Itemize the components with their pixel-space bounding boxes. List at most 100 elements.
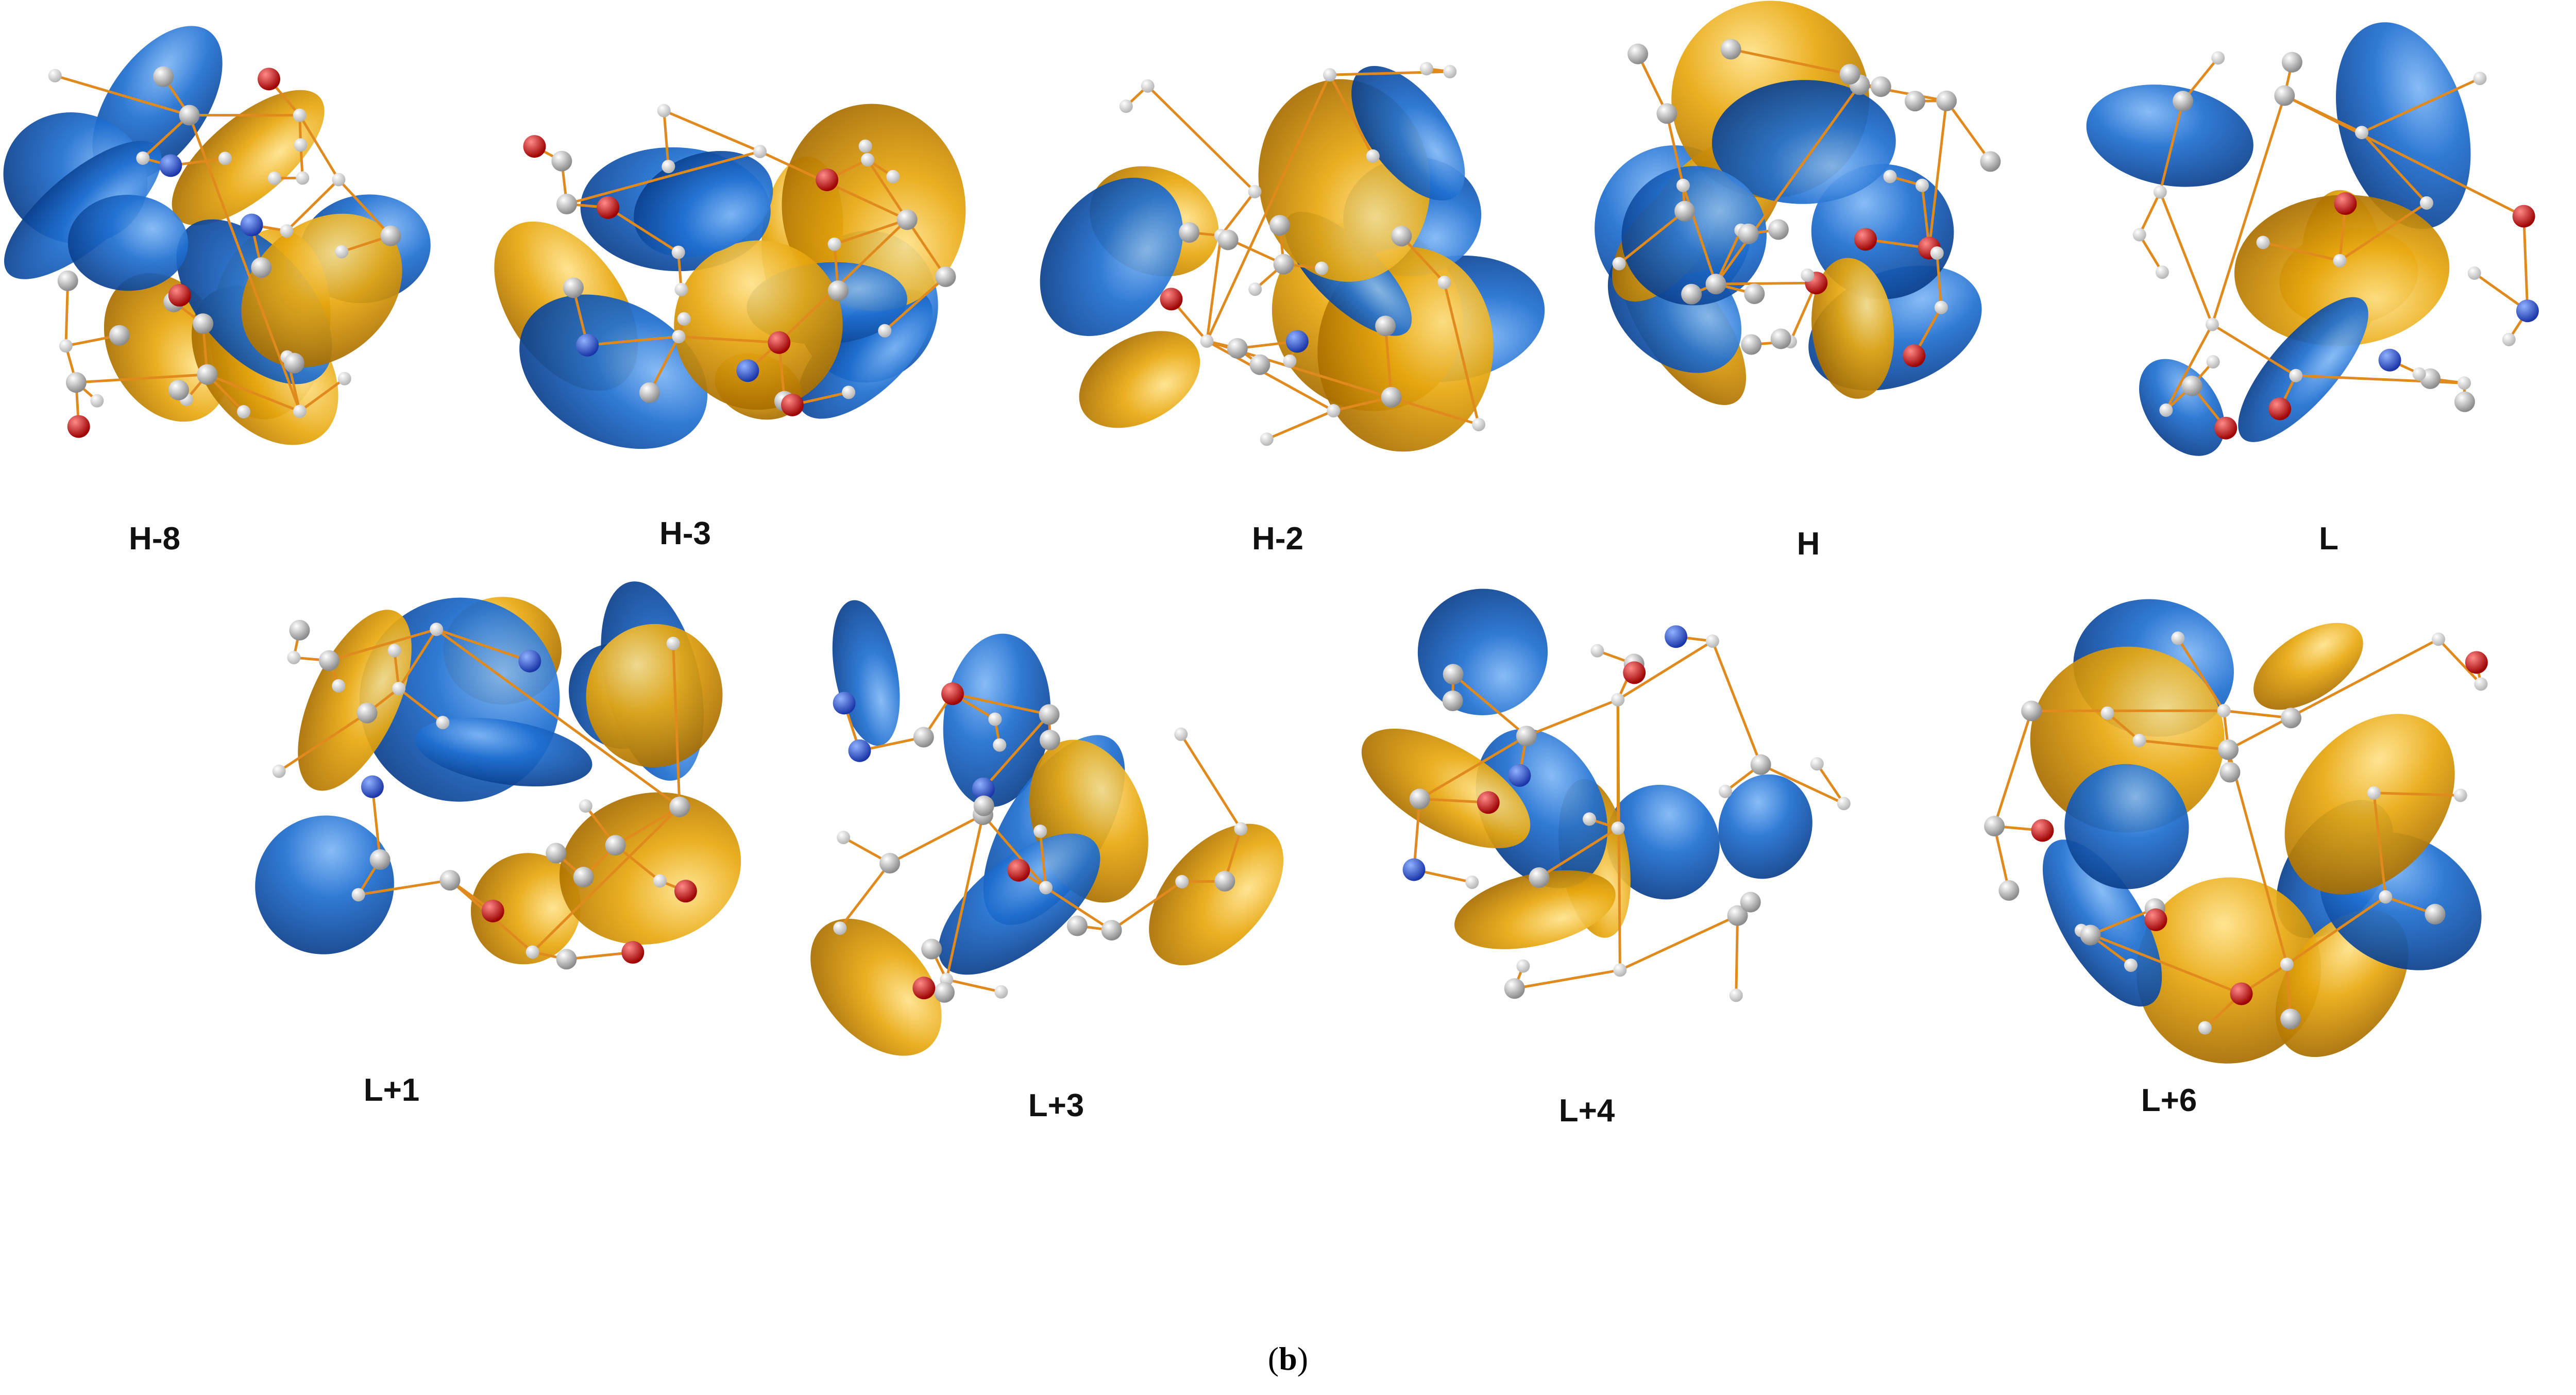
bond	[2227, 638, 2439, 751]
panel-letter: b	[1279, 1340, 1297, 1377]
bond	[278, 712, 368, 772]
bond	[1111, 880, 1183, 932]
positive-lobe	[797, 290, 933, 419]
carbon-atom	[1214, 870, 1235, 892]
hydrogen-atom	[2355, 126, 2369, 140]
oxygen-atom	[816, 168, 839, 191]
hydrogen-atom	[2432, 632, 2446, 646]
hydrogen-atom	[1174, 727, 1188, 741]
bond	[1636, 53, 1668, 114]
orbital-label-h-8: H-8	[129, 521, 180, 557]
carbon-atom	[2281, 52, 2302, 73]
bond	[1993, 710, 2033, 827]
bond	[76, 373, 208, 384]
carbon-atom	[1904, 91, 1925, 112]
carbon-atom	[563, 277, 584, 298]
carbon-atom	[1727, 905, 1748, 926]
bond	[2227, 749, 2289, 965]
nitrogen-atom	[1285, 330, 1309, 353]
bond	[337, 178, 392, 237]
oxygen-atom	[1477, 791, 1500, 814]
bond	[1206, 340, 1334, 412]
carbon-atom	[1936, 90, 1957, 111]
hydrogen-atom	[861, 153, 875, 166]
carbon-atom	[1681, 283, 1702, 305]
positive-lobe	[1621, 166, 1767, 306]
carbon-atom	[1656, 103, 1677, 124]
bond	[531, 805, 681, 953]
hydrogen-atom	[1200, 334, 1214, 348]
bond	[329, 628, 437, 662]
orbital-isosurface-l+3	[810, 600, 1284, 1056]
bond	[55, 74, 190, 116]
bond	[1526, 698, 1619, 737]
carbon-atom	[1409, 788, 1430, 810]
carbon-atom	[1227, 338, 1248, 359]
carbon-atom	[556, 193, 578, 214]
oxygen-atom	[941, 682, 964, 705]
oxygen-atom	[1623, 661, 1646, 684]
oxygen-atom	[257, 68, 280, 91]
bond	[371, 786, 382, 860]
hydrogen-atom	[2289, 368, 2303, 382]
hydrogen-atom	[387, 644, 401, 658]
hydrogen-atom	[677, 312, 691, 326]
carbon-atom	[921, 938, 942, 960]
hydrogen-atom	[2198, 1021, 2212, 1035]
bond	[299, 377, 346, 413]
hydrogen-atom	[1930, 246, 1944, 260]
carbon-atom	[1770, 328, 1791, 349]
hydrogen-atom	[653, 874, 667, 888]
orbital-panel-h	[1556, 1, 2030, 405]
orbital-isosurface-l+6	[1984, 599, 2488, 1064]
hydrogen-atom	[2256, 236, 2270, 249]
hydrogen-atom	[657, 104, 671, 117]
hydrogen-atom	[1248, 184, 1262, 198]
positive-lobe	[2086, 85, 2253, 187]
bond	[615, 805, 681, 847]
bond	[1514, 968, 1620, 990]
hydrogen-atom	[2379, 890, 2393, 904]
oxygen-atom	[1007, 859, 1030, 882]
orbital-panel-h-8	[3, 10, 433, 474]
hydrogen-atom	[1837, 797, 1851, 811]
carbon-atom	[197, 364, 218, 385]
hydrogen-atom	[1883, 170, 1897, 183]
hydrogen-atom	[2153, 185, 2167, 199]
bond	[2286, 896, 2386, 966]
hydrogen-atom	[579, 799, 592, 813]
negative-lobe	[298, 610, 412, 791]
carbon-atom	[1870, 76, 1891, 97]
hydrogen-atom	[1234, 822, 1248, 836]
positive-lobe	[2336, 22, 2471, 229]
bond	[2437, 638, 2482, 685]
bond	[358, 879, 450, 896]
nitrogen-atom	[1402, 858, 1426, 881]
carbon-atom	[2181, 375, 2202, 396]
hydrogen-atom	[1613, 963, 1627, 977]
orbital-label-l: L	[2319, 521, 2338, 557]
orbital-isosurface-h-3	[494, 104, 966, 449]
hydrogen-atom	[526, 945, 539, 959]
orbital-panel-l	[2086, 21, 2566, 484]
carbon-atom	[1738, 223, 1759, 244]
bond	[2165, 324, 2214, 411]
bond	[778, 219, 908, 344]
hydrogen-atom	[2412, 367, 2426, 381]
bond	[1538, 827, 1619, 879]
hydrogen-atom	[1611, 821, 1625, 835]
carbon-atom	[1720, 39, 1741, 60]
hydrogen-atom	[2419, 196, 2433, 210]
hydrogen-atom	[59, 339, 73, 353]
hydrogen-atom	[1718, 784, 1732, 798]
orbital-isosurface-l+1	[255, 581, 741, 970]
orbital-label-l+4: L+4	[1558, 1093, 1615, 1129]
hydrogen-atom	[1810, 757, 1824, 771]
bond	[906, 219, 947, 278]
orbital-isosurface-l	[2086, 22, 2539, 456]
bond	[1936, 253, 1943, 308]
positive-lobe	[415, 717, 592, 787]
positive-lobe	[1718, 774, 1812, 879]
carbon-atom	[1705, 274, 1726, 295]
bond	[2139, 739, 2229, 751]
